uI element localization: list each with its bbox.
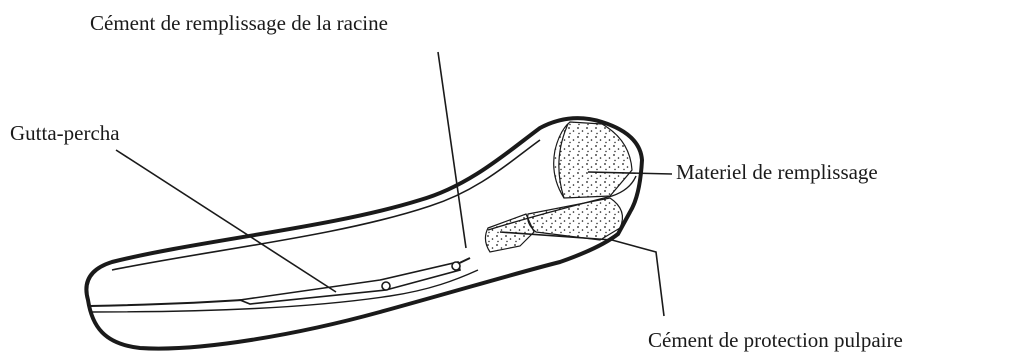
gutta-percha-ball-1	[382, 282, 390, 290]
gutta-percha-ball-2	[452, 262, 460, 270]
label-cement-protection: Cément de protection pulpaire	[648, 330, 903, 351]
label-materiel-remplissage: Materiel de remplissage	[676, 162, 878, 183]
leader-line-gutta-percha	[116, 150, 336, 292]
label-gutta-percha: Gutta-percha	[10, 123, 120, 144]
leader-line-cement-protection	[500, 232, 664, 316]
label-cement-racine: Cément de remplissage de la racine	[90, 13, 388, 34]
leader-line-cement-racine	[438, 52, 466, 248]
filling-material-lower-region	[528, 198, 623, 240]
filling-material-region	[554, 122, 632, 198]
